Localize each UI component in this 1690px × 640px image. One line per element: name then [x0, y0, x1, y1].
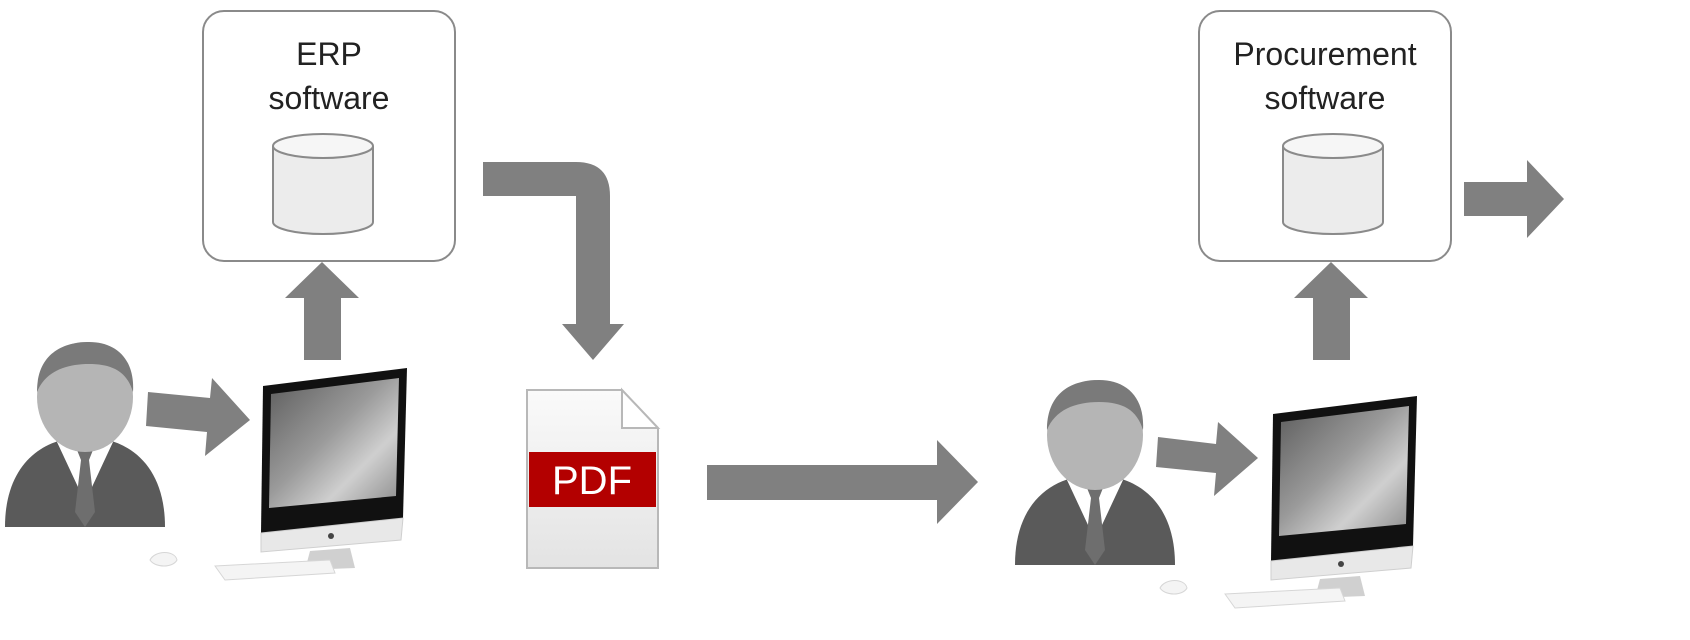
desktop-computer-icon [1159, 395, 1418, 609]
erp-software-label: ERP software [268, 36, 390, 116]
person-icon [1015, 380, 1175, 565]
erp-software-box: ERP software [202, 10, 456, 262]
pdf-label-band [529, 452, 656, 507]
procurement-software-label: Procurement software [1233, 36, 1417, 116]
pdf-document-icon: PDF [526, 387, 661, 569]
procurement-software-box: Procurement software [1198, 10, 1452, 262]
arrow-pdf-to-recipient [707, 440, 978, 524]
arrow-computer-to-erp [285, 262, 359, 360]
person-icon [5, 342, 165, 527]
arrow-computer-to-procurement [1294, 262, 1368, 360]
arrow-person-to-computer-2 [1156, 422, 1258, 496]
arrow-procurement-out [1464, 160, 1564, 238]
arrow-erp-to-pdf [483, 162, 624, 360]
pdf-label: PDF [552, 459, 632, 503]
arrow-person-to-computer [146, 378, 250, 456]
